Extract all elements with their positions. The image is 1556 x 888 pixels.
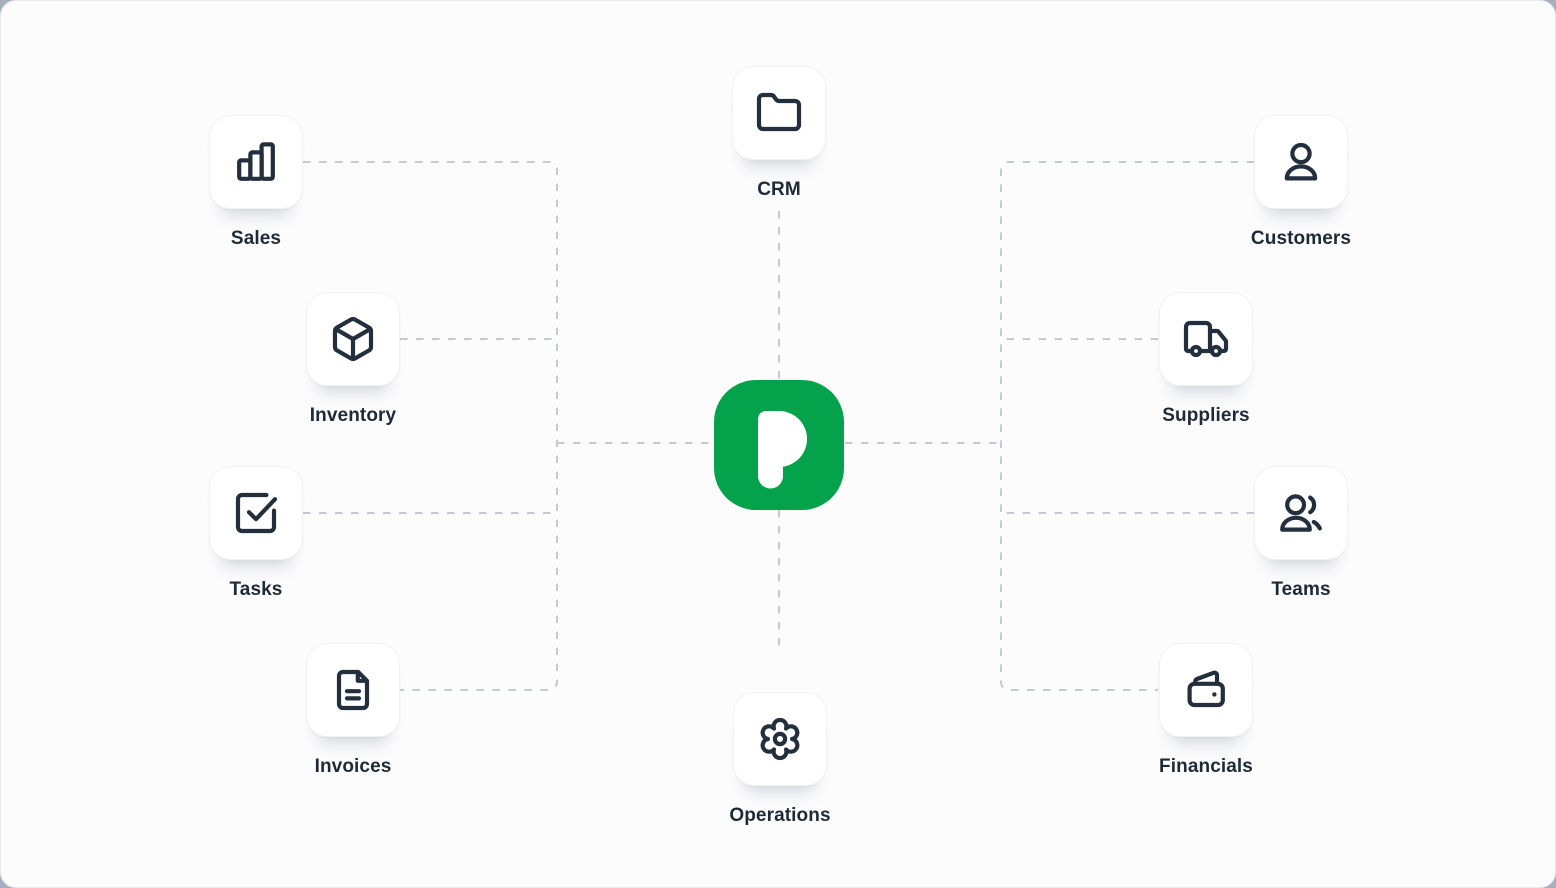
operations-card[interactable] [733,692,827,786]
crm-card[interactable] [732,66,826,160]
module-inventory: Inventory [306,292,400,427]
wallet-icon [1182,666,1230,714]
module-tasks: Tasks [209,466,303,601]
module-label-customers: Customers [1250,228,1352,249]
p-logo[interactable] [714,380,844,510]
customers-card[interactable] [1254,115,1348,209]
bar-chart-icon [232,138,280,186]
module-financials: Financials [1159,643,1253,778]
suppliers-card[interactable] [1159,292,1253,386]
users-icon [1277,489,1325,537]
module-label-financials: Financials [1159,756,1253,777]
module-label-teams: Teams [1271,579,1331,600]
module-customers: Customers [1250,115,1352,250]
invoices-card[interactable] [306,643,400,737]
truck-icon [1182,315,1230,363]
tasks-card[interactable] [209,466,303,560]
module-label-suppliers: Suppliers [1162,405,1250,426]
gear-icon [756,715,804,763]
box-icon [329,315,377,363]
p-logo-icon [714,380,844,510]
sales-card[interactable] [209,115,303,209]
module-suppliers: Suppliers [1159,292,1253,427]
module-label-sales: Sales [230,228,282,249]
module-label-invoices: Invoices [314,756,392,777]
module-label-crm: CRM [757,179,801,200]
module-label-inventory: Inventory [309,405,397,426]
module-operations: Operations [729,692,831,827]
module-teams: Teams [1254,466,1348,601]
checkbox-check-icon [232,489,280,537]
module-label-tasks: Tasks [229,579,283,600]
module-crm: CRM [732,66,826,201]
user-icon [1277,138,1325,186]
teams-card[interactable] [1254,466,1348,560]
folder-icon [755,89,803,137]
inventory-card[interactable] [306,292,400,386]
module-sales: Sales [209,115,303,250]
financials-card[interactable] [1159,643,1253,737]
module-invoices: Invoices [306,643,400,778]
invoice-document-icon [329,666,377,714]
module-label-operations: Operations [729,805,831,826]
